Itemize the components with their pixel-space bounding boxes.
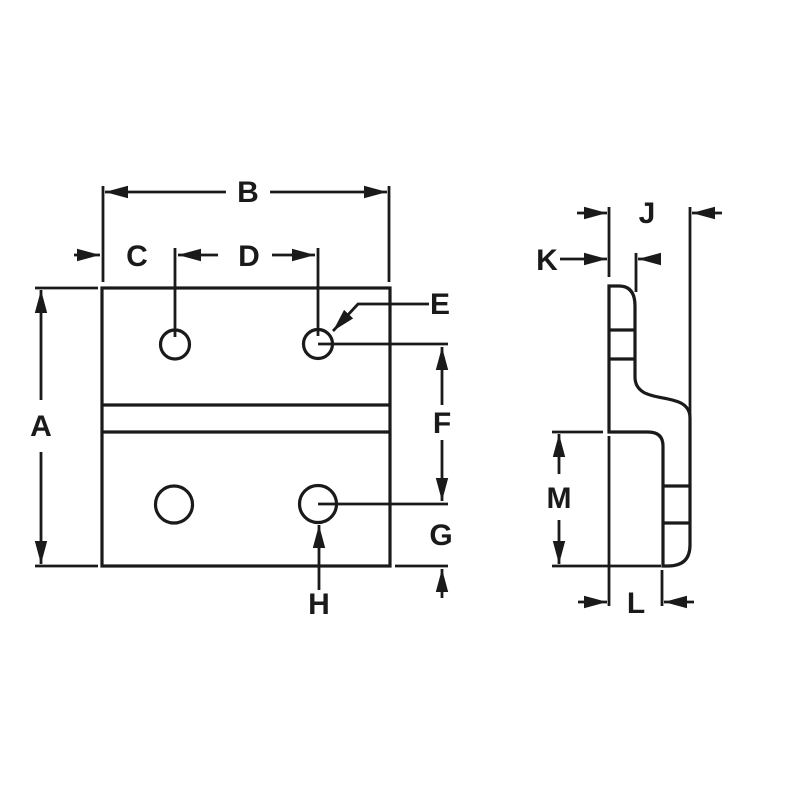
dim-label-k: K	[536, 244, 558, 277]
side-view: J K M L	[536, 197, 722, 620]
dim-a: A	[30, 286, 98, 568]
dim-l: L	[578, 436, 694, 620]
dim-label-c: C	[126, 240, 148, 273]
dim-j: J	[577, 197, 722, 416]
dim-f: F	[318, 342, 451, 506]
dim-m: M	[547, 430, 661, 568]
dim-label-h: H	[308, 588, 330, 621]
bracket-profile	[607, 284, 692, 568]
front-view: A B C D E	[30, 176, 453, 621]
dim-label-f: F	[433, 407, 451, 440]
dim-label-g: G	[429, 519, 452, 552]
dim-label-l: L	[627, 587, 645, 620]
plate-outline	[100, 286, 392, 568]
dim-b: B	[101, 176, 391, 282]
dim-label-d: D	[238, 240, 260, 273]
dim-g: G	[395, 519, 453, 598]
dim-label-b: B	[237, 176, 259, 209]
dim-k: K	[536, 244, 661, 292]
dim-label-m: M	[547, 482, 572, 515]
dim-e-leader	[331, 302, 429, 332]
dim-d: D	[178, 240, 315, 273]
dim-label-j: J	[639, 197, 656, 230]
dim-e: E	[331, 288, 450, 332]
dim-c: C	[74, 240, 148, 273]
dim-h: H	[308, 525, 330, 621]
dim-label-a: A	[30, 410, 52, 443]
hole-bottom-left	[153, 484, 195, 525]
dim-label-e: E	[430, 288, 450, 321]
